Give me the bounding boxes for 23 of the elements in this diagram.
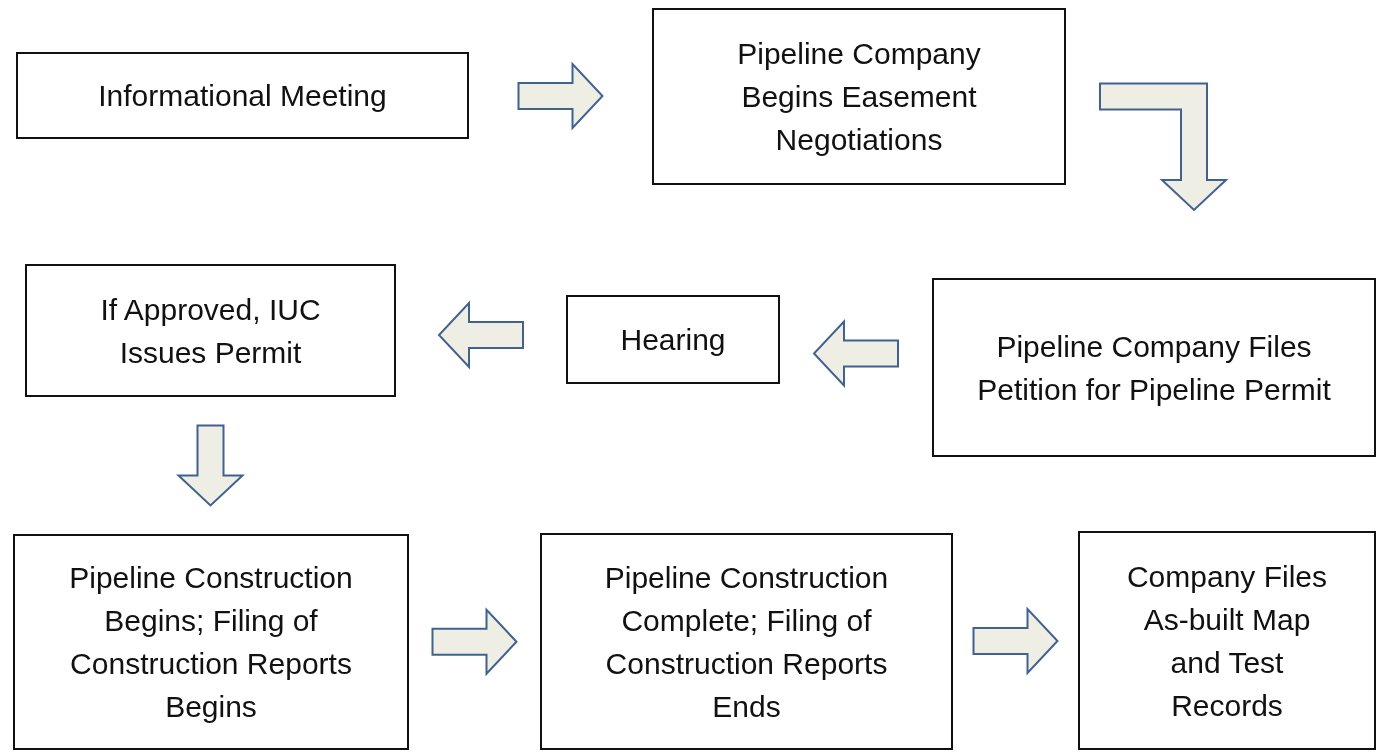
block-arrow — [1099, 82, 1229, 212]
block-arrow — [517, 61, 604, 131]
box-label: Pipeline Company Begins Easement Negotiations — [736, 36, 982, 158]
box-label: Pipeline Company Files Petition for Pipeline Permit — [976, 328, 1332, 408]
block-arrow — [972, 606, 1059, 676]
box-label: Company Files As-built Map and Test Records — [1125, 558, 1329, 724]
process-box — [540, 533, 953, 750]
process-box — [13, 534, 409, 750]
process-box — [652, 8, 1066, 185]
process-box — [16, 52, 469, 139]
process-box — [566, 295, 780, 384]
box-label: Hearing — [620, 322, 726, 358]
box-label: Pipeline Construction Complete; Filing of Construction Reports Ends — [603, 559, 890, 725]
process-box — [1078, 531, 1376, 750]
box-label: Pipeline Construction Begins; Filing of Construction Reports Begins — [68, 560, 354, 725]
box-label: Informational Meeting — [98, 78, 387, 114]
box-label: If Approved, IUC Issues Permit — [99, 291, 322, 371]
block-arrow — [812, 318, 899, 389]
process-box — [932, 278, 1376, 457]
block-arrow — [437, 300, 524, 370]
process-box — [25, 264, 396, 397]
block-arrow — [431, 607, 518, 677]
block-arrow — [175, 424, 246, 507]
